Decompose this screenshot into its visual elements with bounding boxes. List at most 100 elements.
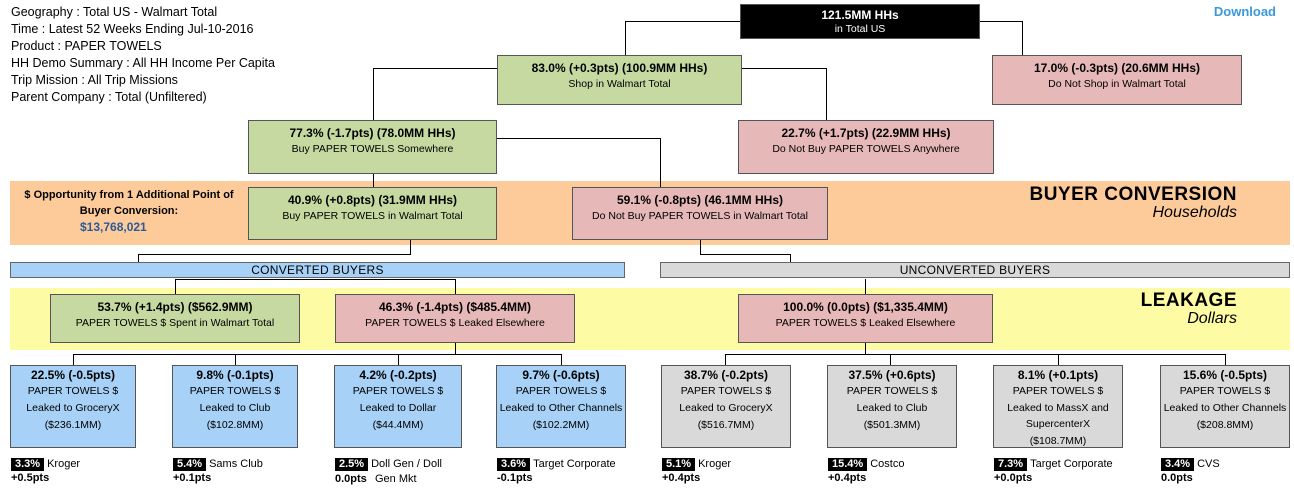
leakage-subtitle: Dollars (1187, 310, 1237, 327)
no-shop-metric: 17.0% (-0.3pts) (20.6MM HHs) (1033, 61, 1201, 75)
buy-somewhere-metric: 77.3% (-1.7pts) (78.0MM HHs) (289, 126, 456, 140)
leaf-line1: PAPER TOWELS $ (1179, 385, 1271, 397)
buy-somewhere-label: Buy PAPER TOWELS Somewhere (291, 143, 454, 155)
top-retailer: 3.4%CVS 0.0pts (1161, 458, 1220, 484)
buy-walmart-node[interactable]: 40.9% (+0.8pts) (31.9MM HHs) Buy PAPER T… (248, 187, 497, 240)
leaf-metric: 4.2% (-0.2pts) (359, 368, 437, 382)
top-retailer: 5.4%Sams Club +0.1pts (173, 458, 263, 484)
shop-node[interactable]: 83.0% (+0.3pts) (100.9MM HHs) Shop in Wa… (497, 55, 742, 105)
leaf-node[interactable]: 37.5% (+0.6pts) PAPER TOWELS $ Leaked to… (827, 365, 957, 448)
opportunity-callout: $ Opportunity from 1 Additional Point of… (14, 187, 244, 235)
retailer-pts: 0.0pts (1161, 472, 1193, 484)
retailer-pts: 0.0pts (335, 473, 367, 485)
converted-buyers-bar[interactable]: CONVERTED BUYERS (10, 262, 625, 278)
spent-walmart-metric: 53.7% (+1.4pts) ($562.9MM) (97, 300, 253, 314)
leaf-node[interactable]: 9.7% (-0.6pts) PAPER TOWELS $ Leaked to … (496, 365, 626, 448)
leaf-metric: 15.6% (-0.5pts) (1182, 368, 1268, 382)
spent-walmart-label: PAPER TOWELS $ Spent in Walmart Total (75, 317, 275, 329)
leaf-line1: PAPER TOWELS $ (352, 385, 444, 397)
leaked-converted-node[interactable]: 46.3% (-1.4pts) ($485.4MM) PAPER TOWELS … (335, 294, 575, 343)
leaf-line1: PAPER TOWELS $ (189, 385, 281, 397)
retailer-pts: +0.4pts (828, 472, 867, 484)
buyer-conversion-heading: BUYER CONVERSION Households (1029, 184, 1237, 222)
root-node[interactable]: 121.5MM HHs in Total US (740, 4, 980, 39)
leaked-unconverted-node[interactable]: 100.0% (0.0pts) ($1,335.4MM) PAPER TOWEL… (738, 294, 993, 343)
leaf-line3: ($44.4MM) (372, 419, 424, 431)
retailer-share-badge: 3.6% (497, 458, 531, 471)
leaf-line3: ($208.8MM) (1196, 419, 1254, 431)
leaf-metric: 9.7% (-0.6pts) (522, 368, 600, 382)
unconverted-buyers-bar[interactable]: UNCONVERTED BUYERS (660, 262, 1290, 278)
leaf-line1: PAPER TOWELS $ (680, 385, 772, 397)
root-metric: 121.5MM HHs (821, 8, 899, 22)
leaf-line2: Leaked to GroceryX (679, 402, 773, 414)
leaf-line2: Leaked to Club (856, 402, 928, 414)
leaf-line1: PAPER TOWELS $ (846, 385, 938, 397)
leaf-node[interactable]: 38.7% (-0.2pts) PAPER TOWELS $ Leaked to… (661, 365, 791, 448)
leaf-line3: ($102.2MM) (532, 419, 590, 431)
leaf-node[interactable]: 22.5% (-0.5pts) PAPER TOWELS $ Leaked to… (10, 365, 136, 448)
leaf-line1: PAPER TOWELS $ (27, 385, 119, 397)
buyer-conversion-title: BUYER CONVERSION (1029, 184, 1237, 205)
leaf-line2: Leaked to Other Channels (1163, 402, 1287, 414)
buyer-conversion-subtitle: Households (1152, 204, 1238, 221)
leaf-line1: PAPER TOWELS $ (515, 385, 607, 397)
no-buy-anywhere-label: Do Not Buy PAPER TOWELS Anywhere (772, 143, 960, 155)
top-retailer: 3.3%Kroger +0.5pts (11, 458, 80, 484)
leaf-line2: Leaked to MassX and SupercenterX (1007, 402, 1109, 430)
no-shop-label: Do Not Shop in Walmart Total (1048, 78, 1186, 90)
spent-walmart-node[interactable]: 53.7% (+1.4pts) ($562.9MM) PAPER TOWELS … (50, 294, 300, 343)
retailer-pts: +0.5pts (11, 472, 50, 484)
retailer-name: CVS (1197, 458, 1220, 470)
no-buy-walmart-node[interactable]: 59.1% (-0.8pts) (46.1MM HHs) Do Not Buy … (572, 187, 828, 240)
shop-label: Shop in Walmart Total (568, 78, 671, 90)
no-buy-walmart-label: Do Not Buy PAPER TOWELS in Walmart Total (592, 210, 808, 222)
leaf-line3: ($236.1MM) (44, 419, 102, 431)
leaked-converted-label: PAPER TOWELS $ Leaked Elsewhere (365, 317, 545, 329)
leaf-metric: 8.1% (+0.1pts) (1017, 368, 1099, 382)
retailer-name: Sams Club (209, 458, 263, 470)
top-retailer: 5.1%Kroger +0.4pts (662, 458, 731, 484)
retailer-share-badge: 5.1% (662, 458, 696, 471)
leaf-metric: 38.7% (-0.2pts) (683, 368, 769, 382)
retailer-pts: +0.1pts (173, 472, 212, 484)
no-shop-node[interactable]: 17.0% (-0.3pts) (20.6MM HHs) Do Not Shop… (992, 55, 1242, 105)
top-retailer: 7.3%Target Corporate +0.0pts (994, 458, 1113, 484)
retailer-name: Target Corporate (533, 458, 616, 470)
filter-summary: Geography : Total US - Walmart Total Tim… (11, 4, 275, 106)
leaf-node[interactable]: 4.2% (-0.2pts) PAPER TOWELS $ Leaked to … (334, 365, 462, 448)
leaf-metric: 9.8% (-0.1pts) (196, 368, 274, 382)
filter-trip: Trip Mission : All Trip Missions (11, 73, 178, 87)
leaf-line2: Leaked to Dollar (359, 402, 437, 414)
retailer-share-badge: 5.4% (173, 458, 207, 471)
leaf-line2: Leaked to GroceryX (26, 402, 120, 414)
filter-product: Product : PAPER TOWELS (11, 39, 162, 53)
leaf-line3: ($516.7MM) (697, 419, 755, 431)
top-retailer: 15.4%Costco +0.4pts (828, 458, 904, 484)
filter-geography: Geography : Total US - Walmart Total (11, 5, 218, 19)
retailer-share-badge: 2.5% (335, 458, 369, 471)
retailer-share-badge: 7.3% (994, 458, 1028, 471)
retailer-share-badge: 15.4% (828, 458, 868, 471)
retailer-name: Kroger (698, 458, 732, 470)
buy-somewhere-node[interactable]: 77.3% (-1.7pts) (78.0MM HHs) Buy PAPER T… (248, 120, 497, 174)
retailer-pts: +0.4pts (662, 472, 701, 484)
leaked-unconverted-metric: 100.0% (0.0pts) ($1,335.4MM) (783, 300, 948, 314)
download-link[interactable]: Download (1213, 4, 1276, 19)
leaf-node[interactable]: 15.6% (-0.5pts) PAPER TOWELS $ Leaked to… (1160, 365, 1290, 448)
leaf-line1: PAPER TOWELS $ (1012, 385, 1104, 397)
top-retailer: 3.6%Target Corporate -0.1pts (497, 458, 616, 484)
leaf-line3: ($108.7MM) (1029, 435, 1087, 447)
retailer-name: Costco (870, 458, 905, 470)
retailer-name: Target Corporate (1030, 458, 1113, 470)
leaf-node[interactable]: 9.8% (-0.1pts) PAPER TOWELS $ Leaked to … (172, 365, 298, 448)
retailer-pts: -0.1pts (497, 472, 533, 484)
retailer-share-badge: 3.3% (11, 458, 45, 471)
leakage-heading: LEAKAGE Dollars (1141, 290, 1237, 328)
shop-metric: 83.0% (+0.3pts) (100.9MM HHs) (531, 61, 708, 75)
no-buy-anywhere-node[interactable]: 22.7% (+1.7pts) (22.9MM HHs) Do Not Buy … (738, 120, 994, 174)
leaked-converted-metric: 46.3% (-1.4pts) ($485.4MM) (378, 300, 532, 314)
leaf-node[interactable]: 8.1% (+0.1pts) PAPER TOWELS $ Leaked to … (993, 365, 1123, 448)
